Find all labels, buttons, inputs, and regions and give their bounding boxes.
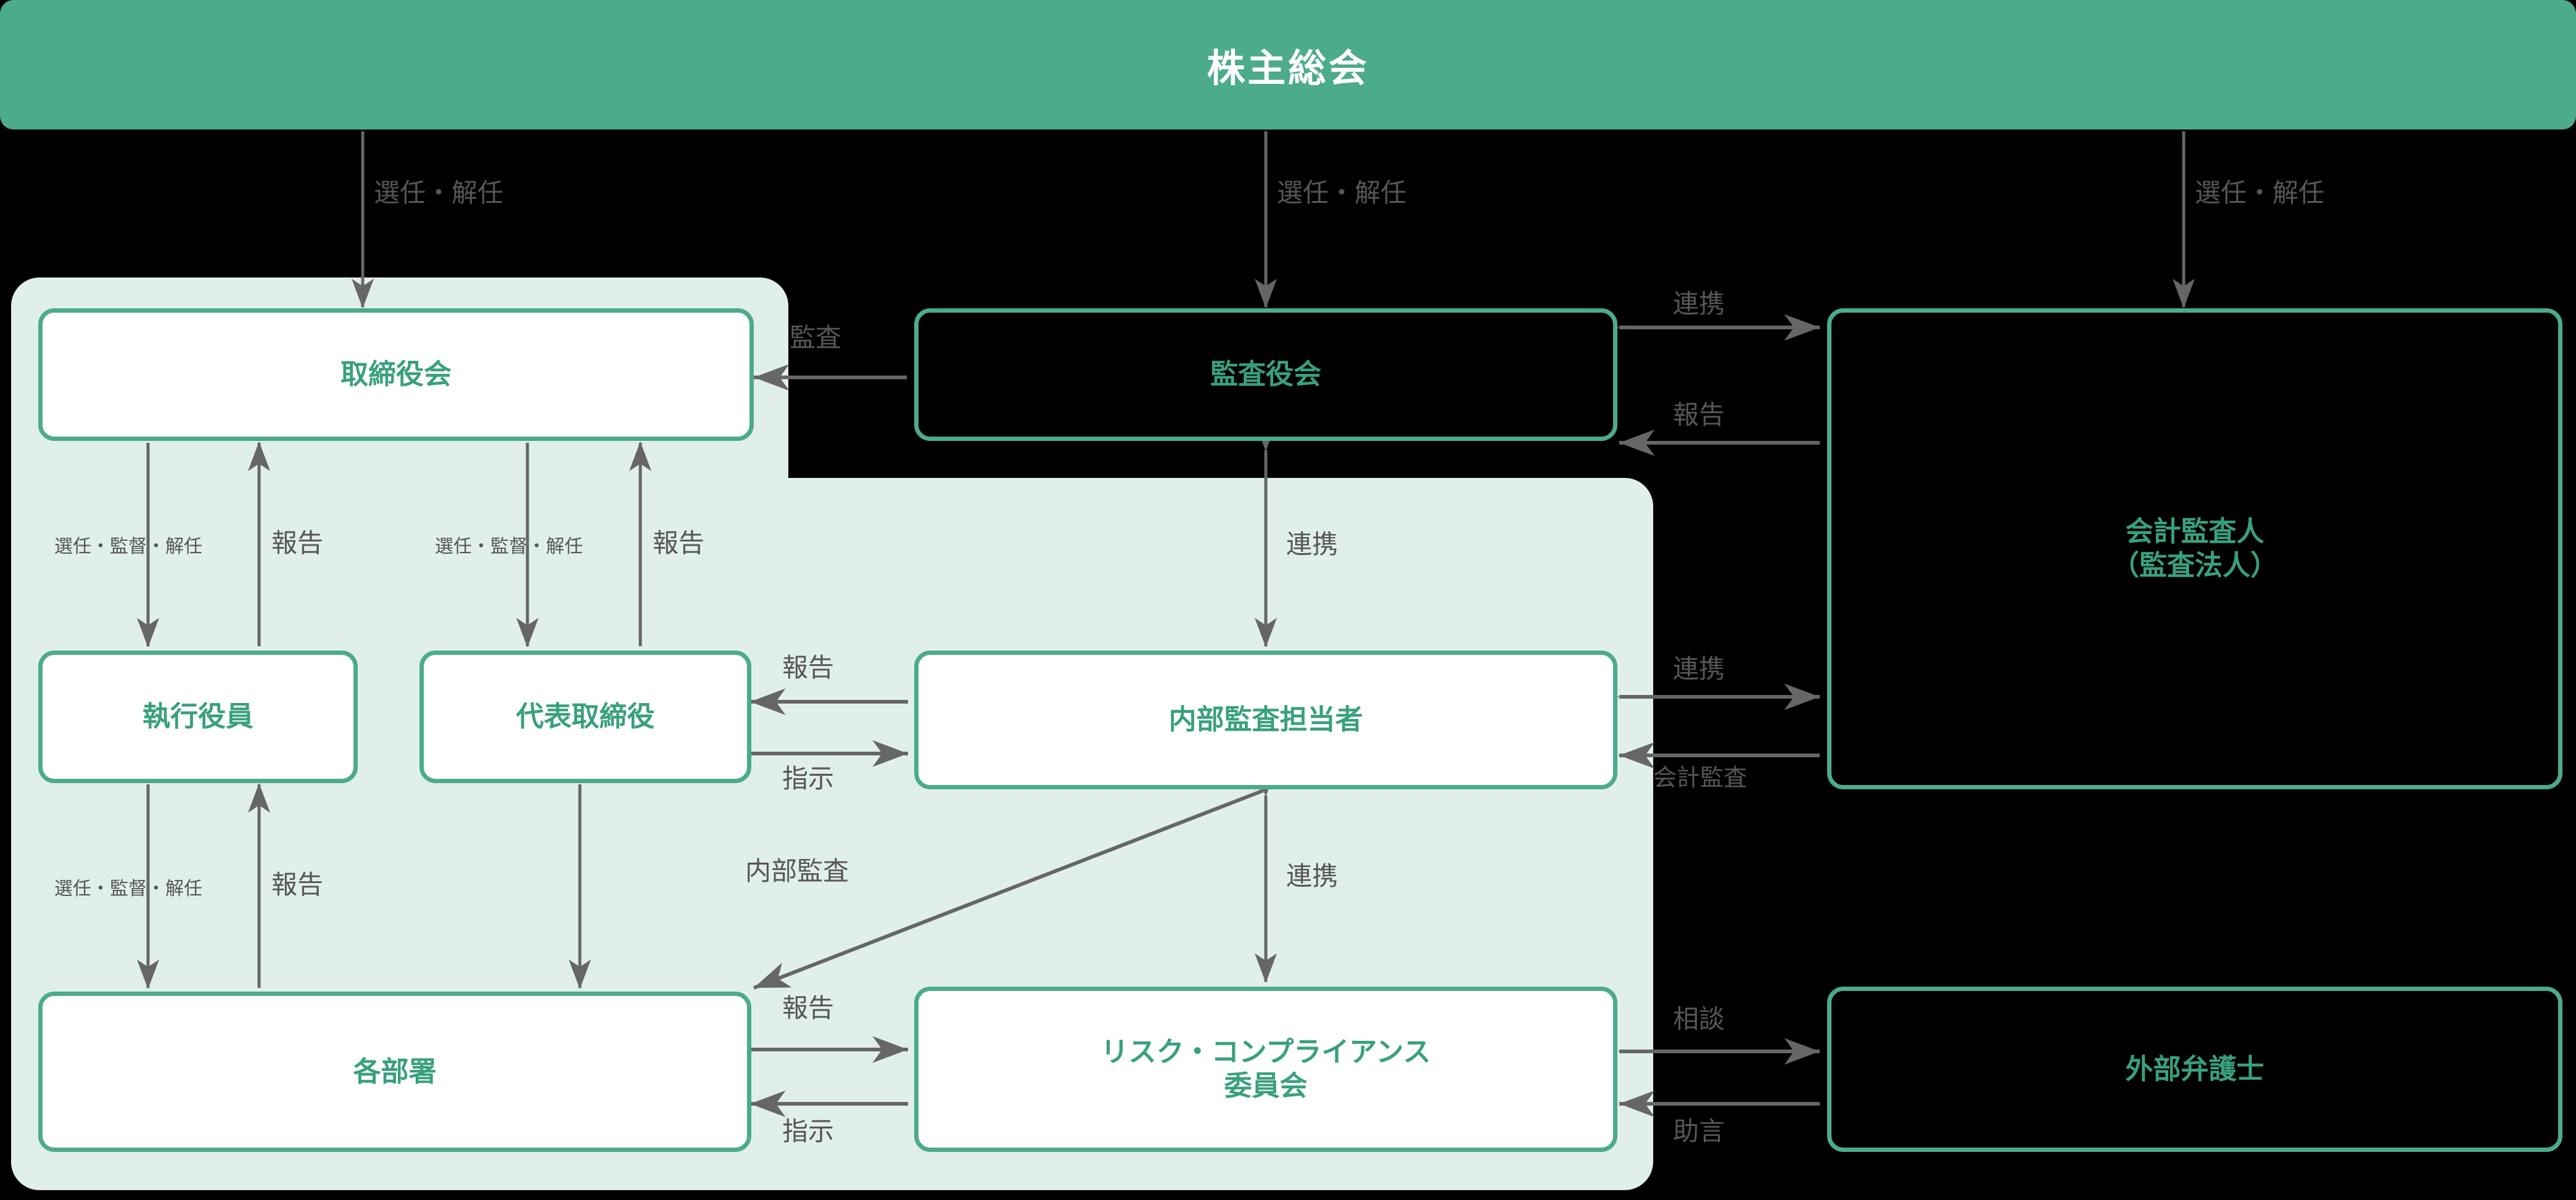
node-board-of-auditors[interactable]: 監査役会 — [914, 308, 1617, 441]
edge-label-advice-from-lawyer: 助言 — [1673, 1117, 1725, 1146]
node-label-shareholders-meeting: 株主総会 — [1207, 47, 1369, 90]
node-label-risk-compliance-line2: 委員会 — [1224, 1070, 1308, 1101]
edge-label-coop-auditor-accounting: 連携 — [1673, 289, 1725, 318]
node-label-risk-compliance-line1: リスク・コンプライアンス — [1100, 1036, 1431, 1068]
edge-label-audit: 監査 — [790, 323, 842, 352]
node-board-of-directors[interactable]: 取締役会 — [38, 308, 754, 441]
edge-label-coop-internal-accounting: 連携 — [1673, 654, 1725, 683]
edge-label-report-internal-to-rep: 報告 — [782, 653, 835, 682]
edge-label-appoint-dismiss-center: 選任・解任 — [1277, 178, 1407, 207]
node-label-departments: 各部署 — [353, 1055, 437, 1087]
node-risk-compliance-committee[interactable]: リスク・コンプライアンス 委員会 — [914, 987, 1617, 1152]
edge-label-appoint-dismiss-left: 選任・解任 — [374, 178, 504, 207]
node-label-representative-director: 代表取締役 — [516, 701, 655, 733]
node-representative-director[interactable]: 代表取締役 — [419, 651, 751, 783]
node-departments[interactable]: 各部署 — [38, 992, 751, 1152]
node-internal-audit-staff[interactable]: 内部監査担当者 — [914, 651, 1617, 789]
edge-label-report-dept-to-risk: 報告 — [782, 993, 835, 1022]
edge-label-coop-internal-risk: 連携 — [1286, 861, 1339, 890]
edge-label-instruct-rep-to-internal: 指示 — [782, 764, 835, 793]
node-external-lawyer[interactable]: 外部弁護士 — [1827, 987, 2562, 1152]
node-executive-officers[interactable]: 執行役員 — [38, 651, 358, 783]
node-label-external-lawyer: 外部弁護士 — [2125, 1053, 2264, 1085]
node-label-board-of-directors: 取締役会 — [340, 358, 452, 390]
node-label-accounting-auditor-line1: 会計監査人 — [2125, 516, 2264, 548]
edge-label-internal-audit-diagonal: 内部監査 — [745, 857, 849, 886]
edge-label-appoint-supervise-dismiss-dept: 選任・監督・解任 — [54, 879, 202, 899]
node-label-internal-audit-staff: 内部監査担当者 — [1168, 704, 1363, 736]
node-label-executive-officers: 執行役員 — [142, 701, 254, 733]
edge-label-coop-auditors-internal: 連携 — [1286, 530, 1339, 559]
edge-label-instruct-risk-to-dept: 指示 — [782, 1117, 835, 1146]
node-label-board-of-auditors: 監査役会 — [1210, 358, 1321, 390]
node-label-accounting-auditor-line2: （監査法人） — [2111, 549, 2278, 581]
edge-label-appoint-supervise-dismiss-rep: 選任・監督・解任 — [435, 536, 583, 557]
edge-label-report-dept-to-exec: 報告 — [271, 870, 324, 899]
edge-label-consult-to-lawyer: 相談 — [1673, 1005, 1725, 1034]
edge-label-report-rep-to-board: 報告 — [653, 528, 705, 557]
edge-label-report-exec-to-board: 報告 — [271, 528, 324, 557]
edge-label-accounting-audit: 会計監査 — [1653, 765, 1748, 791]
edge-label-report-accounting-to-auditor: 報告 — [1673, 400, 1725, 429]
edge-label-appoint-supervise-dismiss-exec: 選任・監督・解任 — [54, 536, 202, 557]
edge-label-appoint-dismiss-right: 選任・解任 — [2195, 178, 2325, 207]
node-accounting-auditor[interactable]: 会計監査人 （監査法人） — [1827, 308, 2562, 789]
node-shareholders-meeting[interactable]: 株主総会 — [0, 0, 2576, 129]
